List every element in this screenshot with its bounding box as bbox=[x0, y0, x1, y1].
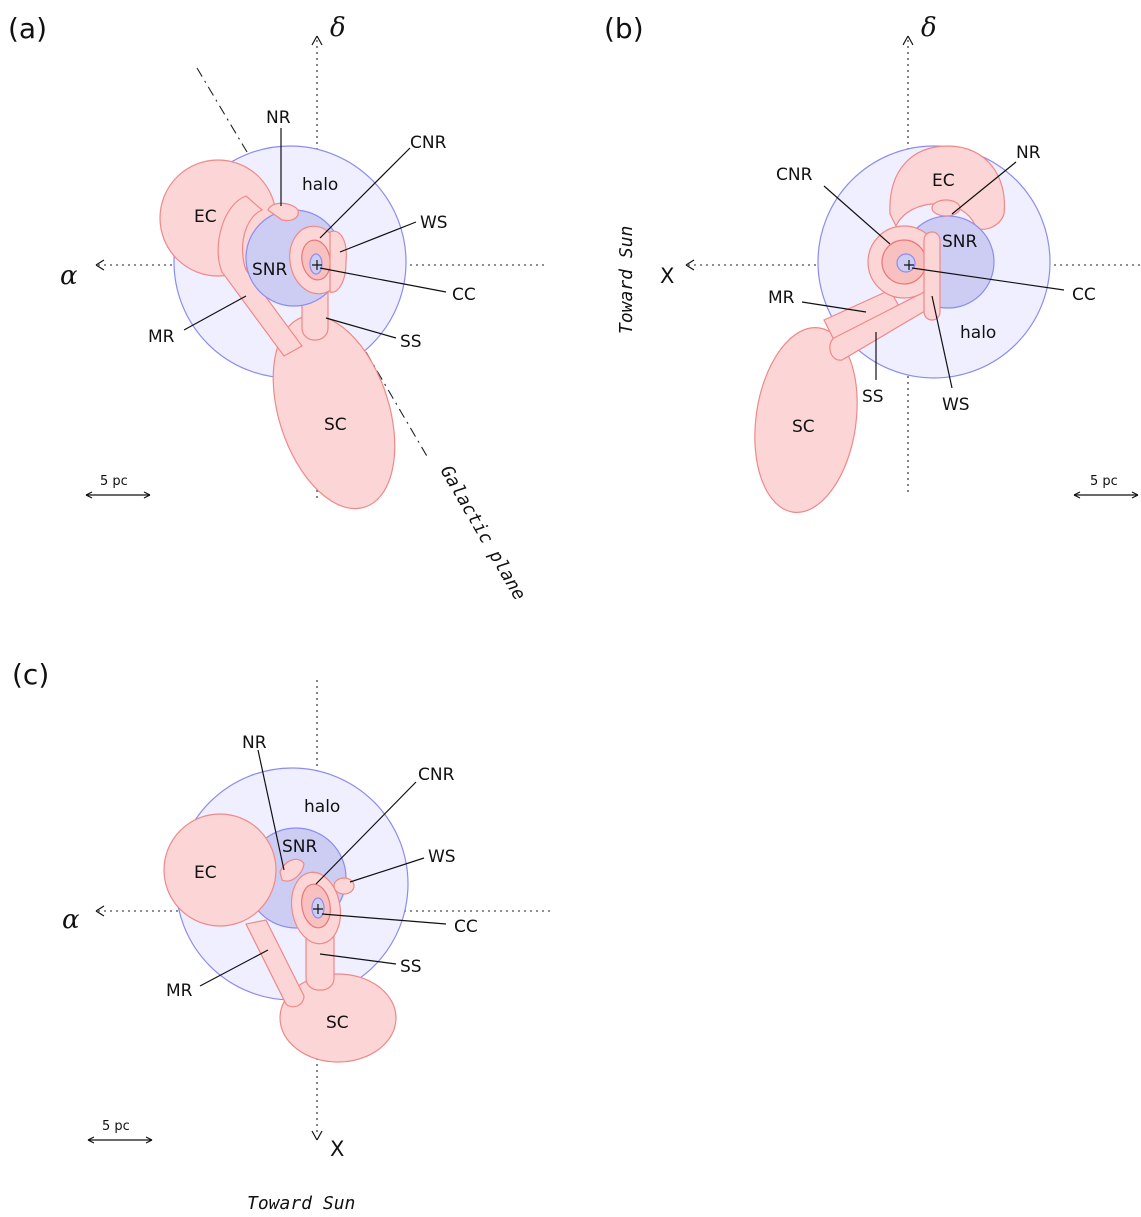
delta-axis-label: δ bbox=[330, 13, 346, 43]
ws-leader bbox=[339, 221, 417, 253]
toward-sun-c: Toward Sun bbox=[247, 1193, 355, 1214]
nr-leader-c bbox=[257, 749, 285, 871]
panel-b-label: (b) bbox=[604, 12, 644, 45]
panel-c: (c) α X Toward Sun halo SNR EC SC NR bbox=[12, 658, 552, 1214]
delta-axis-b-arrow bbox=[902, 35, 914, 46]
ec-label-b: EC bbox=[932, 171, 955, 191]
mr-callout: MR bbox=[148, 327, 175, 347]
southern-cloud-c bbox=[279, 973, 397, 1063]
panel-a-label: (a) bbox=[8, 12, 47, 45]
western-streamer bbox=[329, 230, 347, 293]
cc-callout-b: CC bbox=[1072, 285, 1096, 305]
alpha-axis-label: α bbox=[60, 261, 78, 291]
nr-leader-b bbox=[951, 161, 1017, 215]
delta-axis-arrow bbox=[311, 35, 323, 46]
x-axis-c-arrow bbox=[311, 1130, 323, 1141]
ss-leader-c bbox=[319, 953, 397, 965]
ss-callout: SS bbox=[400, 332, 422, 352]
northern-ridge-c bbox=[279, 858, 305, 882]
x-axis-b-arrow bbox=[685, 259, 695, 271]
ss-callout-c: SS bbox=[400, 957, 422, 977]
sc-label-c: SC bbox=[326, 1013, 349, 1033]
ws-callout: WS bbox=[420, 213, 448, 233]
x-axis-b-label: X bbox=[660, 264, 674, 288]
sgr-a-star-marker-b bbox=[904, 260, 914, 270]
cc-callout-c: CC bbox=[454, 917, 478, 937]
central-cavity bbox=[309, 253, 323, 275]
eastern-cloud-c bbox=[163, 813, 277, 927]
scale-label-c: 5 pc bbox=[102, 1119, 130, 1134]
southern-cloud-b bbox=[754, 327, 858, 513]
cnr-callout: CNR bbox=[410, 133, 447, 153]
western-streamer-c bbox=[333, 877, 355, 895]
delta-axis-b-label: δ bbox=[921, 13, 937, 43]
molecular-ridge-c bbox=[245, 919, 305, 1008]
cnr-leader-c bbox=[315, 781, 417, 885]
scale-bar-a-arrows bbox=[85, 491, 151, 499]
toward-sun-b: Toward Sun bbox=[616, 226, 637, 334]
ec-label: EC bbox=[194, 207, 217, 227]
sc-label: SC bbox=[324, 415, 347, 435]
scale-label-b: 5 pc bbox=[1090, 474, 1118, 489]
alpha-axis-c-arrow bbox=[95, 905, 105, 917]
scale-bar-b-arrows bbox=[1073, 491, 1139, 499]
alpha-axis-c-label: α bbox=[62, 905, 80, 935]
cnr-callout-b: CNR bbox=[776, 165, 813, 185]
western-streamer-b bbox=[923, 231, 941, 321]
cc-leader-c bbox=[321, 913, 447, 925]
halo-label: halo bbox=[302, 175, 338, 195]
ws-leader-c bbox=[349, 857, 425, 883]
sc-label-b: SC bbox=[792, 417, 815, 437]
mr-callout-b: MR bbox=[768, 288, 795, 308]
ss-callout-b: SS bbox=[862, 387, 884, 407]
galactic-plane-label: Galactic plane bbox=[436, 462, 530, 604]
cc-leader bbox=[319, 267, 447, 293]
alpha-axis-arrow bbox=[95, 259, 105, 271]
nr-callout-c: NR bbox=[242, 733, 267, 753]
nr-callout-b: NR bbox=[1016, 143, 1041, 163]
ws-leader-b bbox=[931, 295, 953, 389]
central-cavity-b bbox=[896, 253, 916, 273]
cnr-leader bbox=[319, 147, 411, 239]
cnr-leader-b bbox=[823, 185, 891, 245]
ec-label-c: EC bbox=[194, 863, 217, 883]
sgr-a-star-marker-c bbox=[313, 904, 323, 914]
panel-c-label: (c) bbox=[12, 658, 49, 691]
halo-label-b: halo bbox=[960, 323, 996, 343]
mr-leader-c bbox=[199, 949, 269, 987]
northern-ridge-b bbox=[931, 199, 961, 217]
x-axis-c-label: X bbox=[330, 1137, 344, 1161]
ws-callout-c: WS bbox=[428, 847, 456, 867]
snr-label: SNR bbox=[252, 260, 288, 280]
snr-label-c: SNR bbox=[282, 837, 318, 857]
mr-callout-c: MR bbox=[166, 981, 193, 1001]
mr-leader bbox=[183, 295, 247, 331]
ss-leader bbox=[325, 317, 397, 339]
galactic-plane-line-upper bbox=[196, 67, 248, 153]
halo-label-c: halo bbox=[304, 797, 340, 817]
cc-leader-b bbox=[911, 267, 1065, 291]
nr-callout: NR bbox=[266, 108, 291, 128]
ws-callout-b: WS bbox=[942, 395, 970, 415]
panel-b: (b) X δ Toward Sun halo SNR EC SC NR bbox=[604, 12, 1140, 513]
sgr-a-star-marker bbox=[312, 260, 322, 270]
molecular-ridge bbox=[217, 195, 303, 357]
cnr-callout-c: CNR bbox=[418, 765, 455, 785]
mr-leader-b bbox=[801, 301, 867, 313]
scale-bar-c-arrows bbox=[87, 1136, 153, 1144]
panel-a: (a) α δ Galactic plane ha bbox=[8, 12, 548, 604]
snr-label-b: SNR bbox=[942, 232, 978, 252]
scale-label-a: 5 pc bbox=[100, 474, 128, 489]
northern-ridge bbox=[267, 202, 299, 222]
cc-callout: CC bbox=[452, 285, 476, 305]
